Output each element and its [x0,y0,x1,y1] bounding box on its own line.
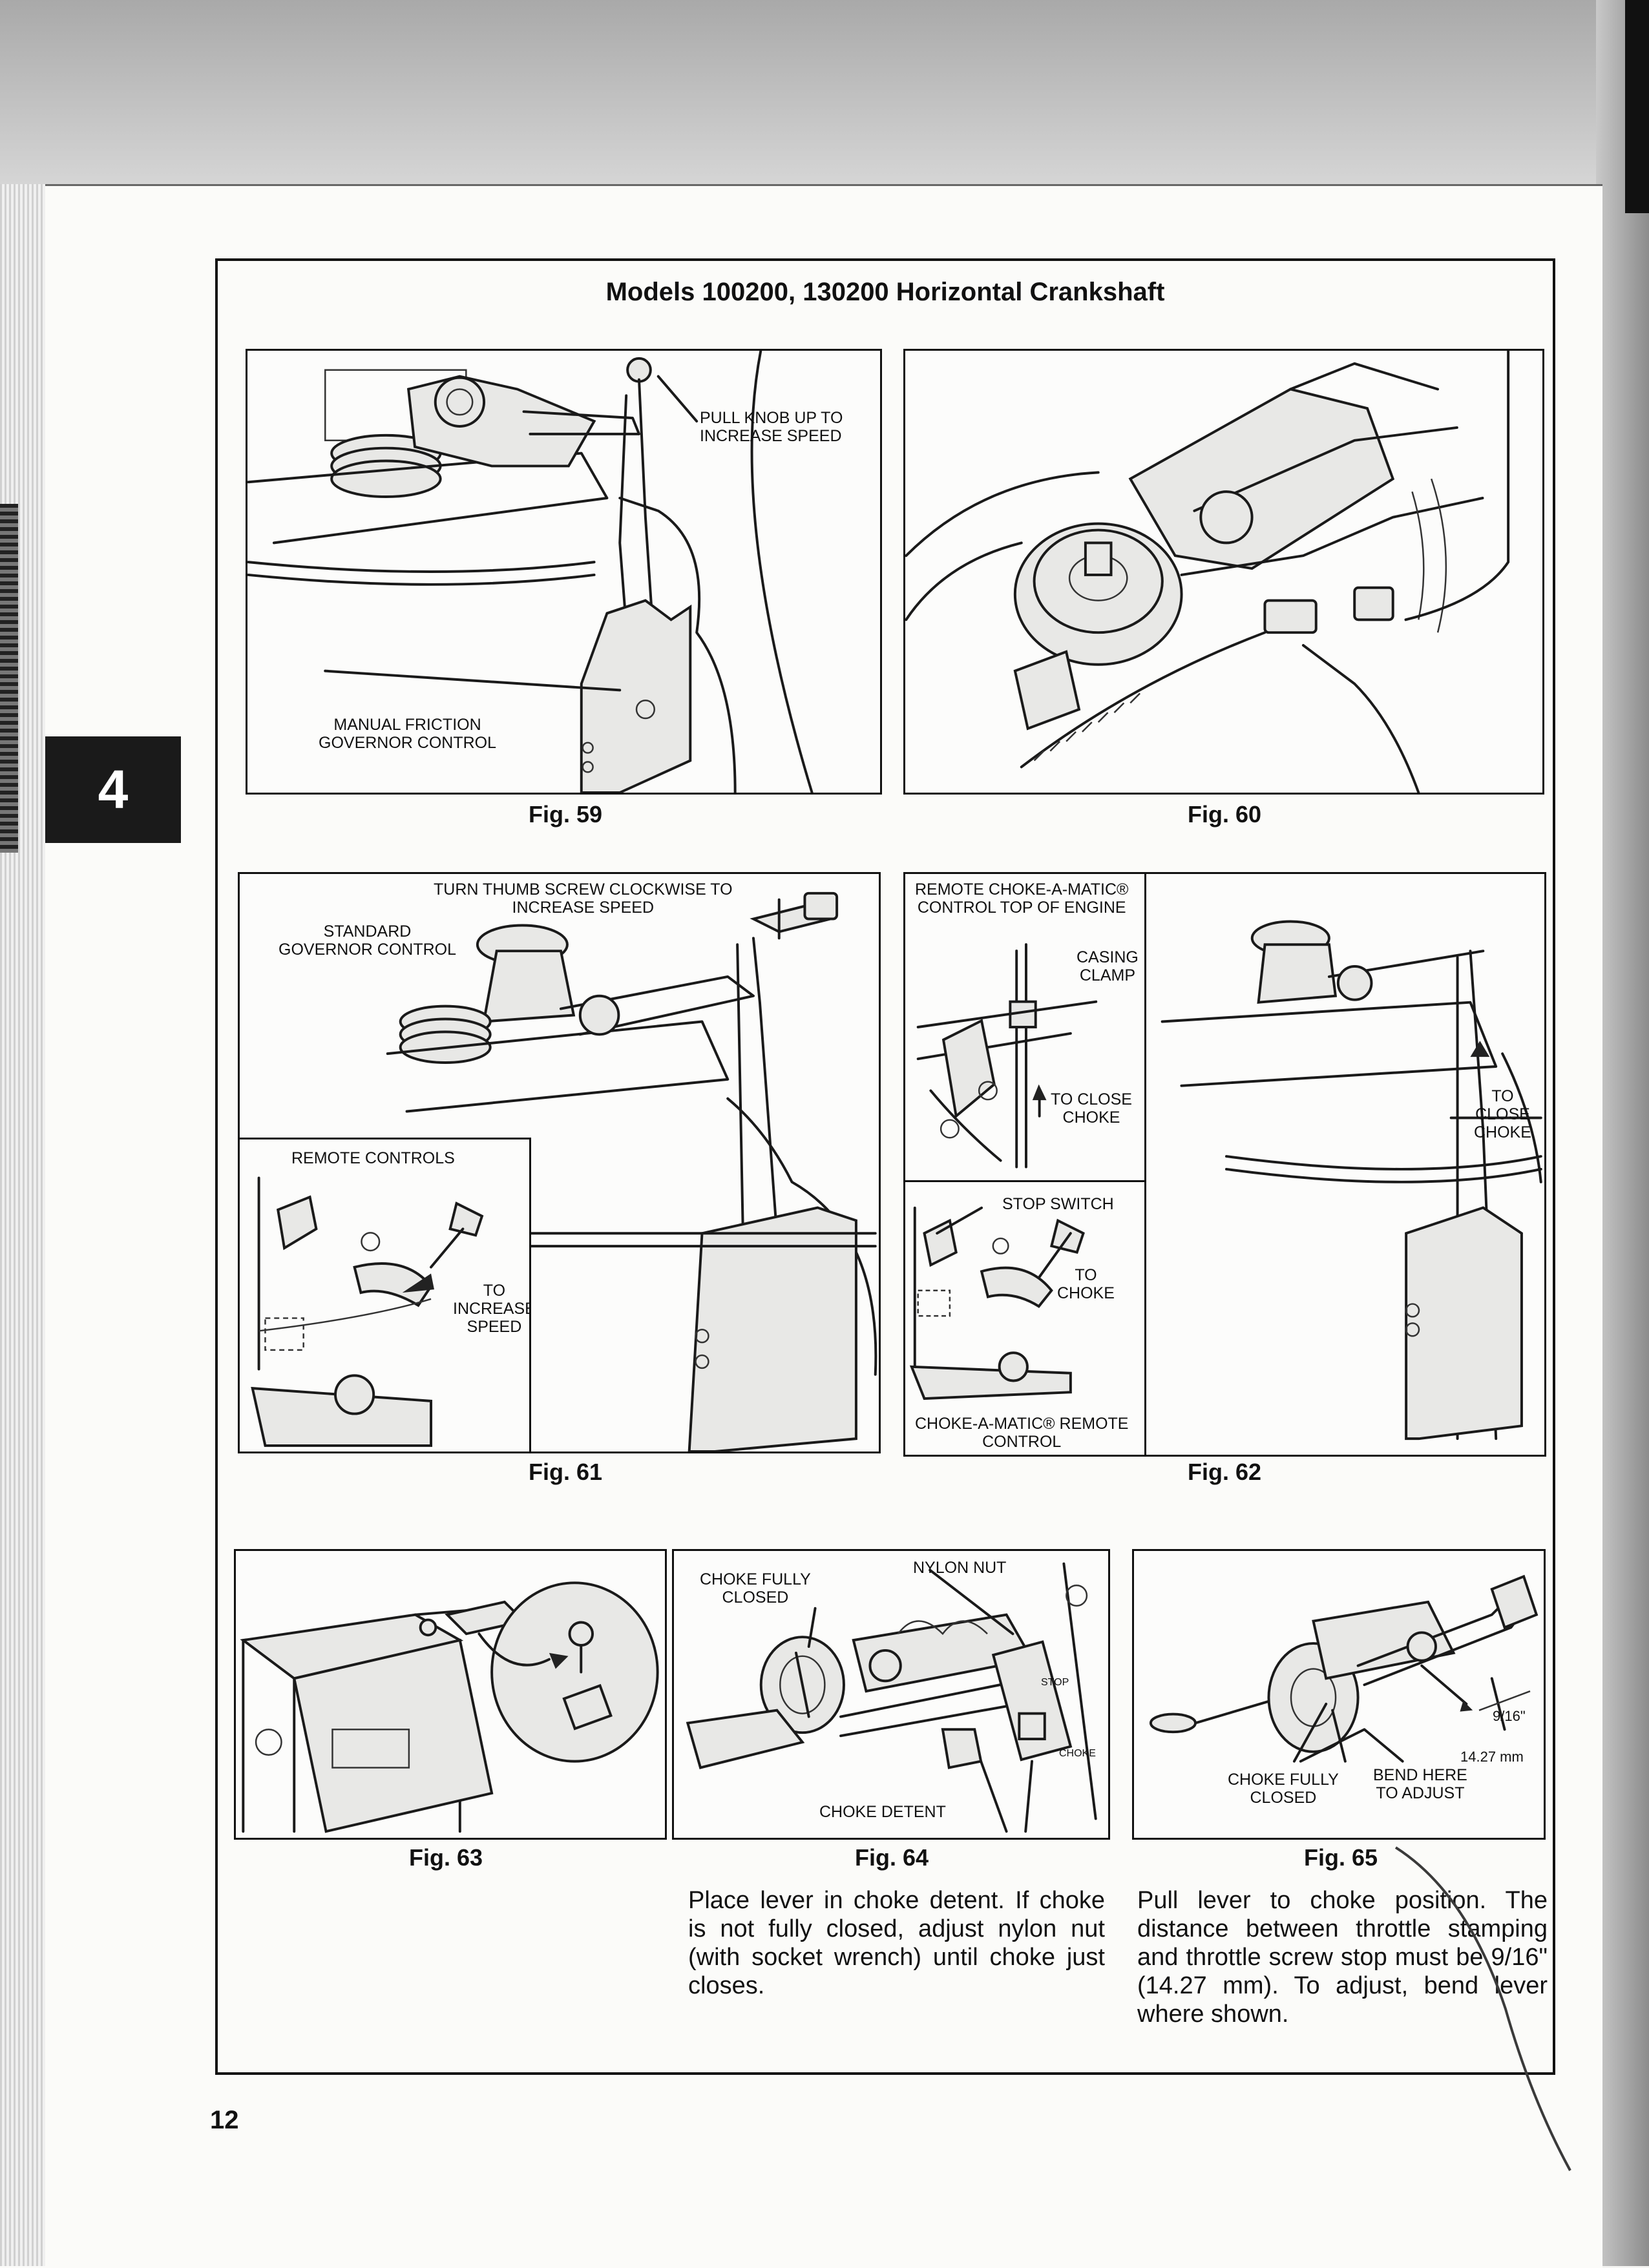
page-stack-edge [0,184,45,2266]
fig65-label-dim-mm: 14.27 mm [1460,1749,1524,1765]
section-tab: 4 [45,736,181,843]
fig61-label-turn-thumb-screw: TURN THUMB SCREW CLOCKWISE TO INCREASE S… [434,880,733,917]
fig62-subpanel-remote-choke-top: REMOTE CHOKE-A-MATIC® CONTROL TOP OF ENG… [905,874,1146,1182]
fig60-drawing [905,351,1510,793]
fig64-plate-stop: STOP [1041,1677,1069,1688]
pen-mark [1394,1846,1571,2171]
fig61-inset-remote-controls: REMOTE CONTROLS TO INCREASE SPEED [240,1138,531,1451]
figure-frame [215,258,1555,2075]
fig63-drawing [240,1581,659,1833]
fig65-drawing [1149,1574,1539,1763]
fig64-label-choke-fully-closed: CHOKE FULLY CLOSED [700,1570,811,1607]
fig64-label-choke-detent: CHOKE DETENT [819,1803,946,1821]
fig62-subpanel-top-drawing [916,943,1098,1169]
fig62-label-to-choke: TO CHOKE [1057,1266,1115,1302]
fig59-label-manual-friction: MANUAL FRICTION GOVERNOR CONTROL [319,716,497,752]
fig64-description: Place lever in choke detent. If choke is… [688,1887,1105,1999]
fig65-illustration: 9/16" 14.27 mm CHOKE FULLY CLOSED BEND H… [1132,1549,1546,1840]
fig65-label-choke-fully-closed: CHOKE FULLY CLOSED [1228,1771,1339,1807]
fig64-illustration: CHOKE FULLY CLOSED NYLON NUT CHOKE DETEN… [672,1549,1110,1840]
fig62-label-to-close-choke-a: TO CLOSE CHOKE [1051,1090,1132,1127]
fig59-caption: Fig. 59 [528,801,603,827]
fig64-plate-choke: CHOKE [1059,1748,1096,1759]
fig62-label-to-close-choke-b: TO CLOSE CHOKE [1474,1087,1531,1141]
fig62-illustration: REMOTE CHOKE-A-MATIC® CONTROL TOP OF ENG… [903,872,1546,1457]
fig61-inset-drawing [251,1176,484,1447]
scanner-background [0,0,1649,187]
fig62-label-casing-clamp: CASING CLAMP [1077,948,1139,984]
fig61-drawing [386,891,877,1451]
fig65-caption: Fig. 65 [1303,1844,1378,1871]
fig62-caption: Fig. 62 [1187,1459,1262,1485]
fig61-inset-to-increase-speed: TO INCREASE SPEED [453,1282,531,1336]
fig61-label-standard-governor: STANDARD GOVERNOR CONTROL [278,922,457,959]
fig63-caption: Fig. 63 [408,1844,483,1871]
fig60-caption: Fig. 60 [1187,801,1262,827]
fig59-label-pull-knob: PULL KNOB UP TO INCREASE SPEED [700,409,843,445]
fig62-drawing [1161,920,1542,1441]
fig59-drawing [247,351,814,793]
fig61-inset-title: REMOTE CONTROLS [291,1149,455,1167]
binding-edge [0,504,18,853]
page-title: Models 100200, 130200 Horizontal Cranksh… [605,278,1165,306]
fig63-illustration [234,1549,667,1840]
page-number: 12 [210,2106,239,2134]
fig62-label-stop-switch: STOP SWITCH [1002,1195,1114,1213]
fig65-label-dim-in: 9/16" [1493,1708,1526,1724]
fig65-description: Pull lever to choke position. The distan… [1137,1887,1548,2028]
fig59-illustration: PULL KNOB UP TO INCREASE SPEED MANUAL FR… [246,349,882,795]
fig62-label-bottom-title: CHOKE-A-MATIC® REMOTE CONTROL [915,1415,1129,1451]
fig64-caption: Fig. 64 [854,1844,929,1871]
fig64-drawing [686,1562,1097,1833]
fig60-illustration [903,349,1544,795]
scanner-right-shadow [1596,0,1649,2266]
fig65-label-bend-here: BEND HERE TO ADJUST [1373,1766,1467,1802]
fig62-subpanel-choke-a-matic-remote: STOP SWITCH TO CHOKE CHOKE-A-MATIC® REMO… [905,1180,1146,1455]
scanner-dark-edge [1625,0,1649,213]
fig61-caption: Fig. 61 [528,1459,603,1485]
fig62-label-top-title: REMOTE CHOKE-A-MATIC® CONTROL TOP OF ENG… [915,880,1129,917]
fig62-subpanel-bottom-drawing [909,1206,1085,1400]
fig61-illustration: TURN THUMB SCREW CLOCKWISE TO INCREASE S… [238,872,881,1453]
fig64-label-nylon-nut: NYLON NUT [913,1559,1007,1577]
